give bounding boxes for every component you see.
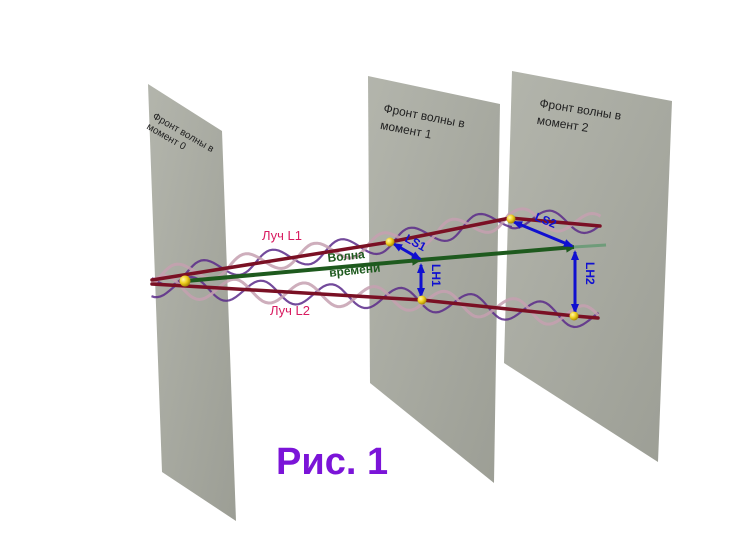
time-wave-arrow-segment-2 (419, 242, 576, 262)
lh2-label: LH2 (583, 262, 597, 285)
ray-l2-label: Луч L2 (270, 303, 310, 318)
ray-l1-label: Луч L1 (262, 228, 302, 243)
ray-l1-point-1 (385, 237, 395, 247)
ray-l2-point-1 (417, 295, 427, 305)
origin-point (179, 275, 191, 287)
wave-front-panel-0 (148, 84, 236, 521)
ls2-arrow (512, 220, 574, 248)
ray-l1-point-2 (506, 214, 516, 224)
ray-l2-wave-pink (151, 274, 600, 326)
time-wave-label: Волна времени (327, 247, 381, 280)
ray-l2-line (150, 282, 600, 320)
wave-front-panel-2 (504, 71, 672, 462)
ls1-arrow (392, 242, 422, 261)
wave-front-panel-1 (368, 76, 500, 483)
time-wave-arrow-segment-1 (185, 255, 422, 283)
figure-caption: Рис. 1 (276, 441, 388, 483)
time-wave-label-line1: Волна (327, 247, 366, 265)
time-wave-label-line2: времени (328, 261, 381, 280)
lh1-label: LH1 (429, 264, 443, 287)
time-wave-arrow-tail (573, 243, 607, 249)
ray-l2-point-2 (569, 311, 579, 321)
